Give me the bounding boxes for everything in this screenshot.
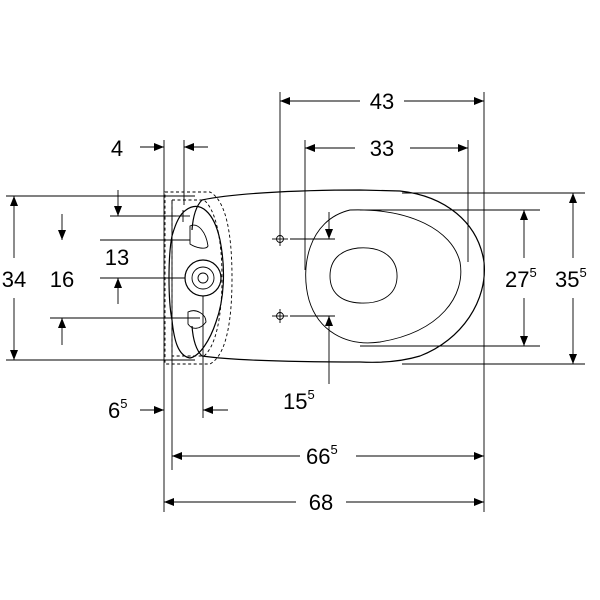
dim-34: 34 bbox=[2, 267, 26, 292]
dim-16: 16 bbox=[50, 267, 74, 292]
fixing-hole-top-small bbox=[176, 210, 190, 222]
bowl-rim bbox=[305, 209, 462, 344]
dim-66-5: 665 bbox=[306, 442, 338, 469]
dim-6-5: 65 bbox=[108, 396, 127, 423]
dimension-labels: 43 33 4 34 16 13 275 355 65 155 665 68 bbox=[2, 89, 587, 515]
dim-27-5: 275 bbox=[505, 265, 537, 292]
dim-33: 33 bbox=[370, 136, 394, 161]
dim-15-5: 155 bbox=[283, 387, 315, 414]
toilet-outline bbox=[191, 189, 485, 363]
extension-lines bbox=[6, 92, 585, 512]
fixing-holes bbox=[176, 210, 288, 323]
dimension-lines bbox=[10, 97, 577, 506]
dim-43: 43 bbox=[370, 89, 394, 114]
fixing-hole-bottom bbox=[272, 309, 288, 323]
fixing-hole-top bbox=[272, 232, 288, 246]
dim-4: 4 bbox=[111, 136, 123, 161]
dim-13: 13 bbox=[105, 245, 129, 270]
dim-68: 68 bbox=[309, 490, 333, 515]
dim-35-5: 355 bbox=[555, 265, 587, 292]
